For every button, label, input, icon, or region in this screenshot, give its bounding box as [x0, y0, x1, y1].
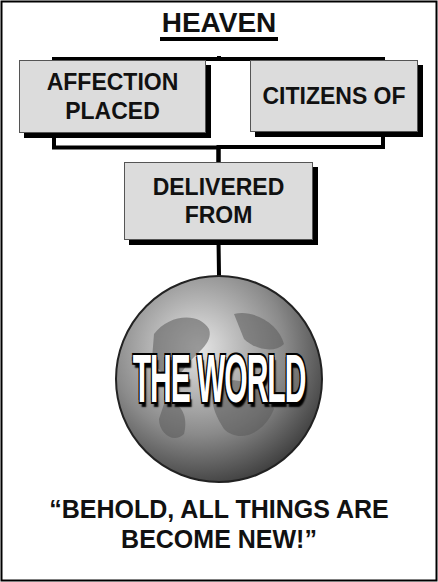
node-label: DELIVERED FROM	[133, 173, 304, 229]
heading-node: HEAVEN	[119, 8, 319, 58]
connector-line	[217, 240, 222, 274]
node-label: AFFECTION PLACED	[28, 68, 197, 124]
node-label: THE WORLD	[133, 340, 306, 418]
process-box: CITIZENS OF	[250, 60, 418, 132]
node-label: HEAVEN	[160, 8, 279, 41]
process-box: DELIVERED FROM	[124, 162, 313, 240]
caption-text: “BEHOLD, ALL THINGS ARE BECOME NEW!”	[8, 494, 430, 554]
connector-line	[54, 133, 219, 162]
process-box: AFFECTION PLACED	[19, 60, 206, 133]
connector-line	[219, 132, 384, 162]
globe-circle: THE WORLD	[114, 274, 324, 484]
globe-sphere	[116, 276, 322, 482]
node-label: CITIZENS OF	[262, 82, 405, 110]
